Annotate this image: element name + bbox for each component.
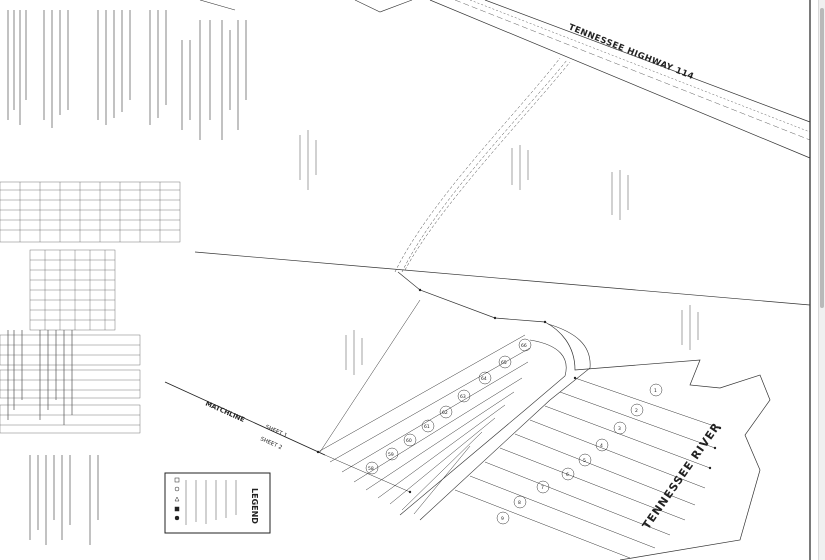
highway-label: TENNESSEE HIGHWAY 114 bbox=[567, 23, 696, 83]
boundary-pins bbox=[316, 288, 722, 494]
legend-box: LEGEND bbox=[164, 472, 271, 534]
subdivision-boundary bbox=[397, 271, 771, 560]
sheet2-label: SHEET 2 bbox=[259, 436, 283, 451]
lot-number: 3 bbox=[618, 426, 621, 432]
lot-number: 9 bbox=[501, 516, 504, 522]
lot-number: 59 bbox=[388, 452, 394, 458]
river-label: TENNESSEE RIVER bbox=[640, 420, 724, 532]
lot-number: 6 bbox=[566, 472, 569, 478]
lot-number: 61 bbox=[424, 424, 430, 430]
cul-de-sac-road bbox=[399, 323, 591, 521]
easement-lines bbox=[394, 57, 571, 273]
notes-block bbox=[7, 10, 247, 545]
matchline-label: MATCHLINE bbox=[204, 400, 246, 424]
matchline bbox=[164, 381, 326, 456]
lot-number: 2 bbox=[635, 408, 638, 414]
lot-number: 4 bbox=[600, 443, 603, 449]
lot-number: 65 bbox=[501, 360, 507, 366]
lot-number: 64 bbox=[481, 376, 487, 382]
parcel-annotations bbox=[299, 130, 699, 375]
left-lot-lines bbox=[317, 299, 531, 515]
lot-number: 62 bbox=[442, 410, 448, 416]
lot-number: 1 bbox=[654, 388, 657, 394]
left-lot-markers: 58 59 60 61 62 63 64 65 66 bbox=[365, 338, 532, 475]
top-parcel-lines bbox=[199, 0, 413, 13]
lot-number: 60 bbox=[406, 438, 412, 444]
right-lot-lines bbox=[454, 377, 721, 559]
property-line bbox=[194, 251, 811, 306]
highway bbox=[429, 0, 811, 159]
right-lot-markers: 1 2 3 4 5 6 7 8 9 bbox=[496, 383, 663, 525]
lot-number: 63 bbox=[460, 394, 466, 400]
scrollbar-thumb[interactable] bbox=[820, 8, 824, 308]
lot-number: 8 bbox=[518, 500, 521, 506]
curve-table bbox=[0, 181, 181, 434]
sheet1-label: SHEET 1 bbox=[264, 424, 288, 439]
lot-number: 66 bbox=[521, 343, 527, 349]
legend-title: LEGEND bbox=[250, 488, 259, 524]
lot-number: 58 bbox=[368, 466, 374, 472]
lot-number: 5 bbox=[583, 458, 586, 464]
lot-number: 7 bbox=[541, 485, 544, 491]
vertical-scrollbar[interactable] bbox=[818, 0, 825, 560]
